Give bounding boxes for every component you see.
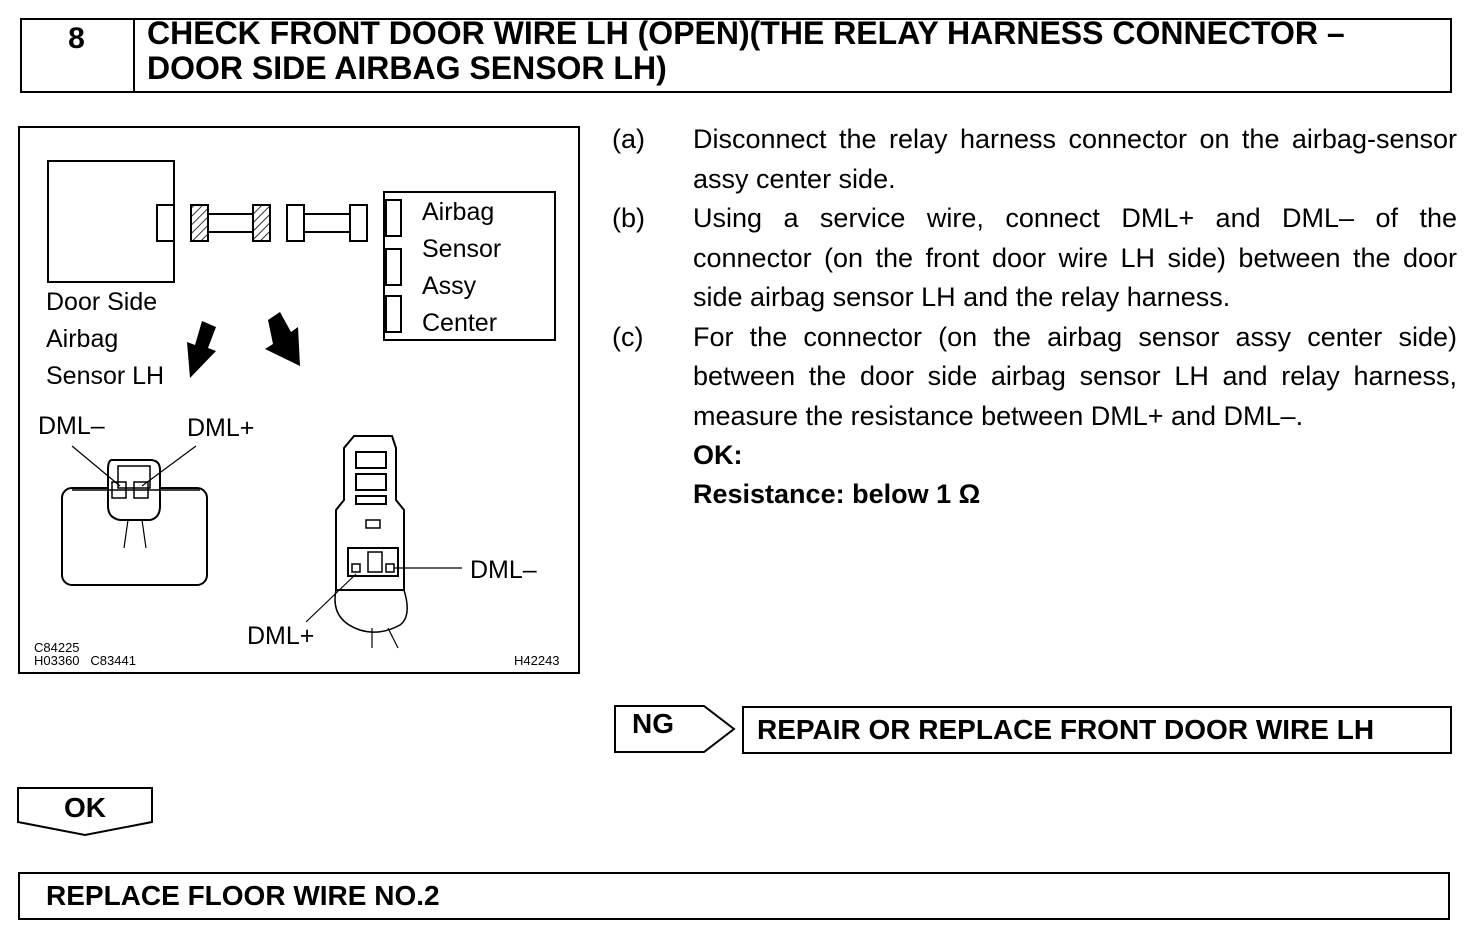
right-dml-plus-label: DML+ (247, 622, 315, 650)
step-title: CHECK FRONT DOOR WIRE LH (OPEN)(THE RELA… (147, 16, 1437, 86)
left-dml-minus-label: DML– (38, 412, 105, 440)
instruction-item: (b) Using a service wire, connect DML+ a… (612, 199, 1457, 318)
step-title-line-1: CHECK FRONT DOOR WIRE LH (OPEN)(THE RELA… (147, 15, 1345, 51)
leader-left-minus (71, 445, 121, 487)
instruction-mark: (b) (612, 203, 645, 233)
ok-condition-label: OK: (693, 440, 743, 470)
figure-code-right: H42243 (514, 653, 560, 668)
relay-harness-plug-a (190, 204, 209, 242)
door-sensor-connector (156, 204, 175, 242)
right-dml-minus-label: DML– (470, 556, 537, 584)
ng-action-box: REPAIR OR REPLACE FRONT DOOR WIRE LH (742, 706, 1452, 754)
figure-codes-left: C84225 H03360 C83441 (34, 640, 136, 668)
instruction-text: Disconnect the relay harness connector o… (693, 124, 1457, 194)
leader-left-plus (141, 445, 197, 487)
instruction-item: (c) For the connector (on the airbag sen… (612, 318, 1457, 437)
door-wire-plug-b (349, 204, 368, 242)
instruction-item: (a) Disconnect the relay harness connect… (612, 120, 1457, 199)
door-sensor-label: Door Side Airbag Sensor LH (46, 288, 165, 390)
step-number: 8 (20, 18, 135, 93)
ng-arrow-tag (614, 705, 736, 753)
left-dml-plus-label: DML+ (187, 414, 255, 442)
ok-condition-text: Resistance: below 1 Ω (693, 479, 981, 509)
step-title-line-2: DOOR SIDE AIRBAG SENSOR LH) (147, 50, 667, 86)
ok-condition: OK: Resistance: below 1 Ω (612, 436, 1457, 514)
arrow-icon-left (187, 321, 216, 378)
leader-right-plus (305, 573, 357, 623)
step-header (20, 18, 1452, 93)
wiring-diagram (18, 126, 580, 674)
door-sensor-connector-detail (61, 459, 208, 586)
ok-label: OK (64, 792, 106, 823)
ok-action-box: REPLACE FLOOR WIRE NO.2 (18, 872, 1450, 920)
ng-label: NG (632, 708, 674, 739)
instruction-text: For the connector (on the airbag sensor … (693, 321, 1457, 431)
door-wire-plug-a (286, 204, 305, 242)
arrow-icon-right (265, 312, 300, 366)
center-connector-detail (334, 435, 408, 649)
center-sensor-box (383, 191, 556, 341)
ok-down-tag (17, 787, 153, 837)
instruction-mark: (a) (612, 124, 645, 154)
instructions: (a) Disconnect the relay harness connect… (612, 120, 1457, 514)
instruction-mark: (c) (612, 321, 644, 352)
relay-harness-plug-b (252, 204, 271, 242)
center-sensor-label: Airbag Sensor Assy Center (422, 198, 502, 337)
instruction-text: Using a service wire, connect DML+ and D… (693, 203, 1457, 312)
door-sensor-box (47, 160, 175, 283)
